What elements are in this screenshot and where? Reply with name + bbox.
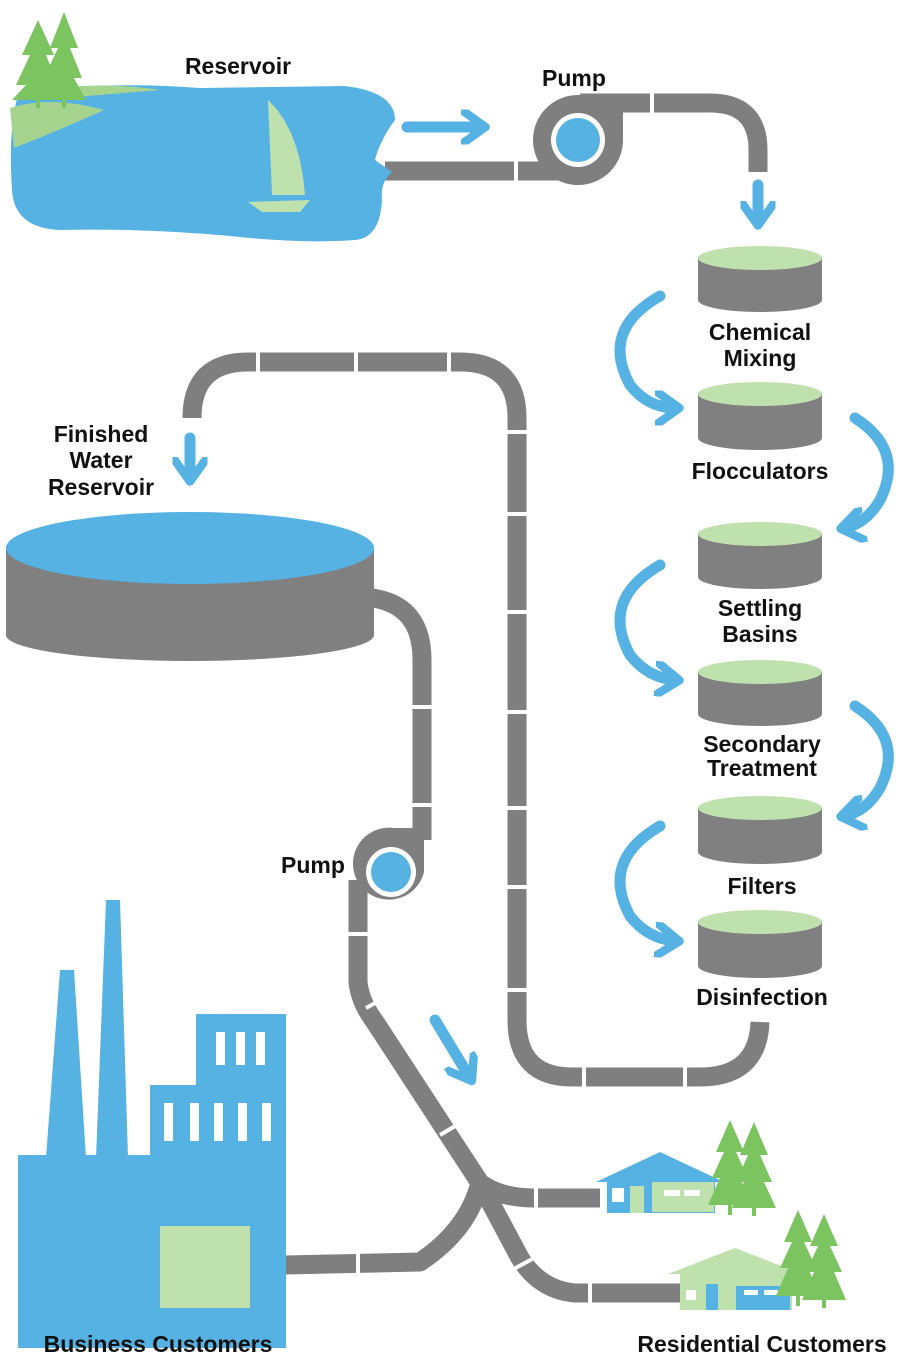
pump-impeller-icon xyxy=(556,118,600,162)
secondary-treatment-label-line1: Secondary xyxy=(703,731,821,757)
pump-label: Pump xyxy=(281,852,345,878)
business-pipe xyxy=(284,1180,490,1275)
finished-reservoir-outlet-pipe xyxy=(370,588,432,840)
curved-arrow-icon xyxy=(844,700,894,816)
house-1-icon xyxy=(596,1152,724,1213)
house-2-icon xyxy=(668,1248,802,1310)
finished-water-label-line3: Reservoir xyxy=(48,474,154,500)
finished-water-label-line1: Finished xyxy=(54,421,149,447)
tank-filters xyxy=(698,796,822,864)
house-2-pipe xyxy=(471,1178,680,1303)
finished-water-reservoir xyxy=(6,512,374,661)
tank-secondary-treatment xyxy=(698,660,822,726)
pump-impeller-icon xyxy=(371,852,411,892)
reservoir-label: Reservoir xyxy=(185,53,291,79)
curved-arrow-icon xyxy=(614,559,676,680)
curved-arrow-icon xyxy=(614,820,676,941)
distribution-pipe xyxy=(348,880,488,1189)
tree-icon xyxy=(708,1120,846,1308)
chemical-mixing-label-line1: Chemical xyxy=(709,319,811,345)
labels: Reservoir Pump Chemical Mixing Flocculat… xyxy=(44,53,887,1357)
settling-basins-label-line2: Basins xyxy=(722,621,797,647)
secondary-treatment-label-line2: Treatment xyxy=(707,755,817,781)
finished-water-label-line2: Water xyxy=(69,447,132,473)
disinfection-label: Disinfection xyxy=(696,984,828,1010)
arrow-down-icon xyxy=(429,1014,470,1078)
tank-chemical-mixing xyxy=(698,246,822,312)
factory-icon xyxy=(18,900,286,1348)
tree-icon xyxy=(12,12,86,108)
pipes xyxy=(182,93,770,1303)
pump-to-treatment-pipe xyxy=(580,93,768,172)
bottom-pump xyxy=(352,827,424,900)
settling-basins-label-line1: Settling xyxy=(718,595,802,621)
tank-flocculators xyxy=(698,382,822,450)
curved-arrow-icon xyxy=(614,290,676,408)
pump-label: Pump xyxy=(542,65,606,91)
curved-arrow-icon xyxy=(844,412,894,528)
reservoir-lake xyxy=(10,12,395,242)
pipe-joints xyxy=(256,90,687,1306)
top-pump xyxy=(533,95,623,185)
tank-disinfection xyxy=(698,910,822,978)
residential-customers-label: Residential Customers xyxy=(637,1331,886,1357)
flow-arrows xyxy=(190,127,894,1078)
filters-label: Filters xyxy=(727,873,796,899)
return-pipe-loop xyxy=(182,352,770,1087)
flocculators-label: Flocculators xyxy=(692,458,829,484)
sailboat-icon xyxy=(268,100,305,195)
business-customers-label: Business Customers xyxy=(44,1331,273,1357)
treatment-tanks xyxy=(698,246,822,978)
tank-settling-basins xyxy=(698,522,822,589)
chemical-mixing-label-line2: Mixing xyxy=(724,345,797,371)
house-1-pipe xyxy=(474,1175,600,1208)
